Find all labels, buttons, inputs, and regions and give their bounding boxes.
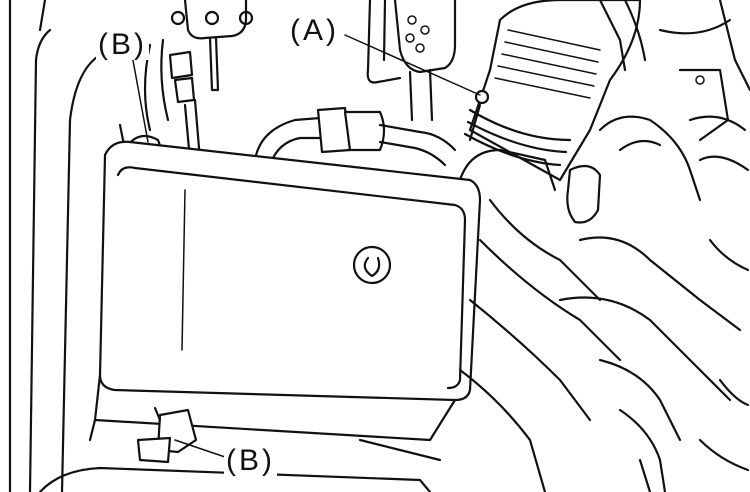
callout-b-bottom: (B) <box>224 444 277 477</box>
left-fender-lines <box>8 0 102 492</box>
air-cleaner-case <box>88 140 482 442</box>
right-engine-components <box>458 0 750 492</box>
upper-bracket <box>143 0 254 162</box>
callout-a: (A) <box>288 14 341 47</box>
breather-hose <box>253 106 457 167</box>
center-bracket <box>366 0 457 122</box>
callout-b-top: (B) <box>96 28 149 61</box>
leader-lines <box>131 34 481 459</box>
intake-duct <box>458 0 647 192</box>
clip-b-bottom <box>136 406 198 464</box>
lower-panel <box>38 438 442 492</box>
